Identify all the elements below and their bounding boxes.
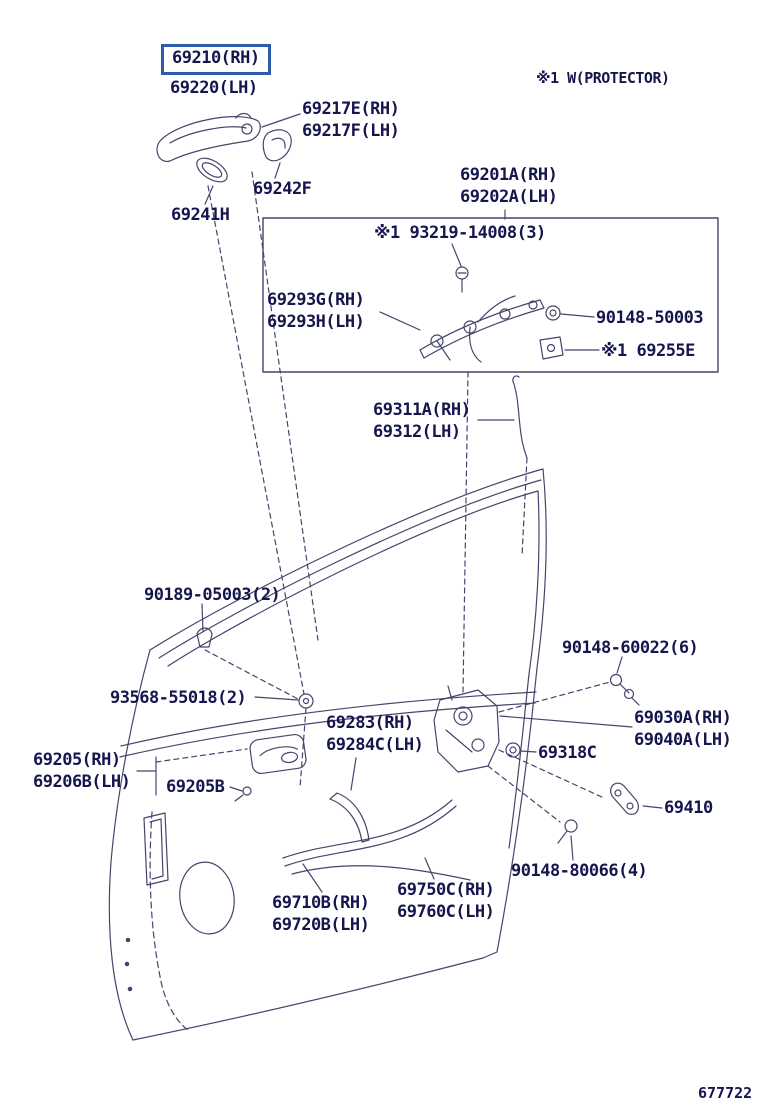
part-69205b: [234, 786, 252, 802]
part-label-69242f[interactable]: 69242F: [253, 179, 312, 199]
construction-lines: [155, 171, 611, 823]
part-label-90148-50003[interactable]: 90148-50003: [596, 308, 704, 328]
part-label-69710b-rh[interactable]: 69710B(RH): [272, 893, 370, 913]
speaker-opening: [179, 861, 235, 935]
door-outline: [108, 468, 547, 1041]
part-label-69205-rh[interactable]: 69205(RH): [33, 750, 121, 770]
part-label-69040a-lh[interactable]: 69040A(LH): [634, 730, 732, 750]
part-label-69030a-rh[interactable]: 69030A(RH): [634, 708, 732, 728]
part-label-69284c-lh[interactable]: 69284C(LH): [326, 735, 424, 755]
part-label-69210-rh-selected[interactable]: 69210(RH): [161, 44, 271, 75]
part-label-69283-rh[interactable]: 69283(RH): [326, 713, 414, 733]
part-label-93219-14008[interactable]: ※1 93219-14008(3): [374, 223, 546, 243]
grommet-69318c: [505, 742, 521, 758]
part-label-69201a-rh[interactable]: 69201A(RH): [460, 165, 558, 185]
handle-cover-69242f: [262, 129, 292, 162]
part-label-69410[interactable]: 69410: [664, 798, 713, 818]
part-label-69241h[interactable]: 69241H: [171, 205, 230, 225]
inner-handle-69205: [249, 733, 307, 775]
rod-69311a: [512, 375, 528, 557]
part-label-69293h-lh[interactable]: 69293H(LH): [267, 312, 365, 332]
part-label-90148-60022[interactable]: 90148-60022(6): [562, 638, 699, 658]
part-label-69720b-lh[interactable]: 69720B(LH): [272, 915, 370, 935]
part-label-69293g-rh[interactable]: 69293G(RH): [267, 290, 365, 310]
part-label-69205b[interactable]: 69205B: [166, 777, 225, 797]
screws-90148-60022: [609, 673, 640, 706]
part-label-90148-80066[interactable]: 90148-80066(4): [511, 861, 648, 881]
exterior-handle: [156, 112, 261, 162]
grommet-93568: [298, 693, 314, 709]
part-label-90189-05003[interactable]: 90189-05003(2): [144, 585, 281, 605]
part-label-93568-55018[interactable]: 93568-55018(2): [110, 688, 247, 708]
handle-pad-69241h: [196, 157, 228, 183]
lock-frame-assembly: [419, 295, 545, 363]
lock-69030a: [433, 685, 500, 773]
part-label-69750c-rh[interactable]: 69750C(RH): [397, 880, 495, 900]
clip-90189: [196, 627, 213, 648]
trim-69283: [329, 792, 370, 843]
grommet-90148-50003: [545, 305, 561, 321]
part-label-69217f-lh[interactable]: 69217F(LH): [302, 121, 400, 141]
part-label-69206b-lh[interactable]: 69206B(LH): [33, 772, 131, 792]
protector-note: ※1 W(PROTECTOR): [536, 69, 670, 87]
striker-69410: [610, 782, 639, 815]
lock-cables: [282, 799, 471, 881]
part-label-69318c[interactable]: 69318C: [538, 743, 597, 763]
part-label-69311a-rh[interactable]: 69311A(RH): [373, 400, 471, 420]
part-69255e: [539, 336, 564, 360]
lock-frame-box: [262, 217, 719, 373]
part-label-69220-lh[interactable]: 69220(LH): [170, 78, 258, 98]
part-label-69217e-rh[interactable]: 69217E(RH): [302, 99, 400, 119]
screw-90148-80066: [557, 819, 578, 844]
part-label-69760c-lh[interactable]: 69760C(LH): [397, 902, 495, 922]
part-label-69312-lh[interactable]: 69312(LH): [373, 422, 461, 442]
figure-code: 677722: [698, 1084, 753, 1102]
part-label-69202a-lh[interactable]: 69202A(LH): [460, 187, 558, 207]
leader-lines: [136, 113, 663, 893]
screw-93219: [455, 266, 469, 293]
part-label-69255e[interactable]: ※1 69255E: [601, 341, 695, 361]
